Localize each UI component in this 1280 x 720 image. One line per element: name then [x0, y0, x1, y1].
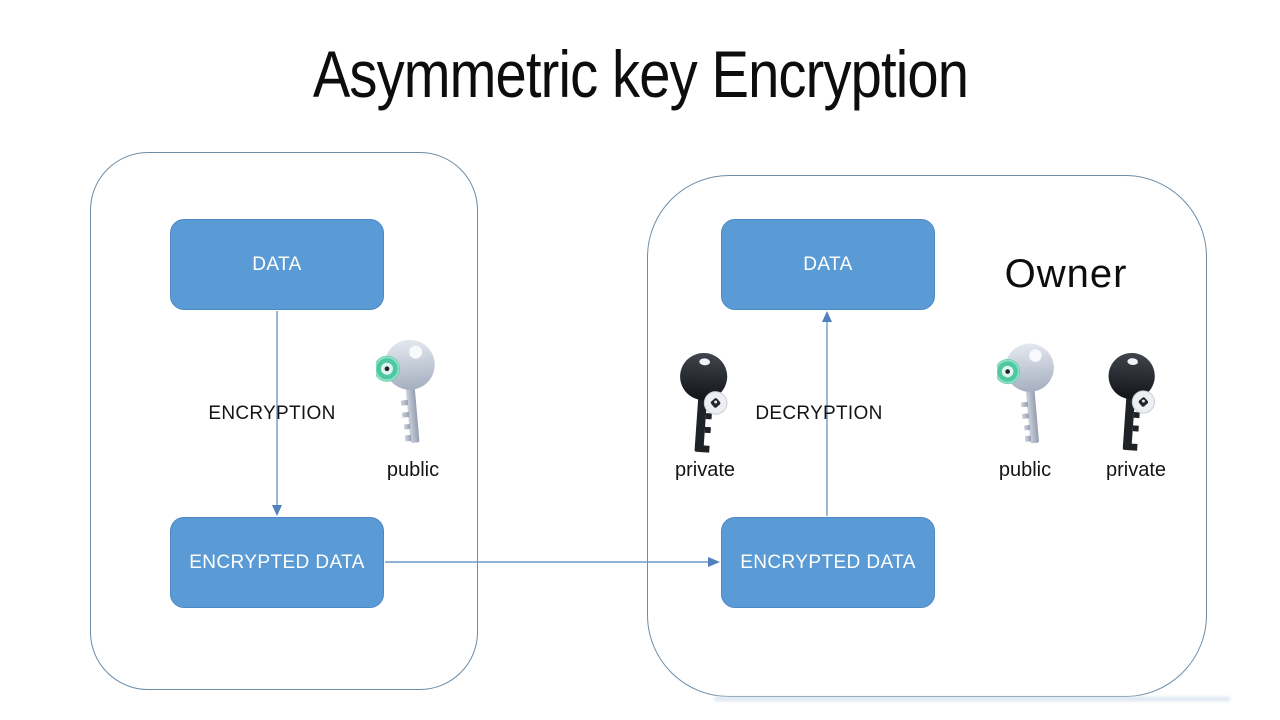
receiver-group-container: [647, 175, 1207, 697]
sender-encrypted-data-box-label: ENCRYPTED DATA: [189, 551, 365, 573]
receiver-encrypted-data-box-label: ENCRYPTED DATA: [740, 551, 916, 573]
page-title: Asymmetric key Encryption: [0, 36, 1280, 112]
sender-key-label: public: [386, 459, 440, 481]
sender-encrypted-data-box: ENCRYPTED DATA: [170, 517, 384, 608]
sender-data-box: DATA: [170, 219, 384, 310]
owner-private-key-label: private: [1105, 459, 1167, 481]
owner-title: Owner: [1004, 252, 1128, 296]
page-title-text: Asymmetric key Encryption: [312, 37, 968, 111]
receiver-encrypted-data-box: ENCRYPTED DATA: [721, 517, 935, 608]
receiver-key-label: private: [674, 459, 736, 481]
public-key-icon: [376, 338, 438, 450]
decryption-label: DECRYPTION: [755, 403, 883, 424]
public-key-icon: [997, 341, 1057, 451]
receiver-data-box-label: DATA: [803, 253, 853, 275]
sender-data-box-label: DATA: [252, 253, 302, 275]
receiver-data-box: DATA: [721, 219, 935, 310]
private-key-icon: [1105, 352, 1160, 456]
owner-public-key-label: public: [998, 459, 1052, 481]
receiver-group-shadow: [714, 697, 1230, 701]
sender-group-container: [90, 152, 478, 690]
private-key-icon: [676, 352, 733, 458]
encryption-label: ENCRYPTION: [208, 403, 336, 424]
